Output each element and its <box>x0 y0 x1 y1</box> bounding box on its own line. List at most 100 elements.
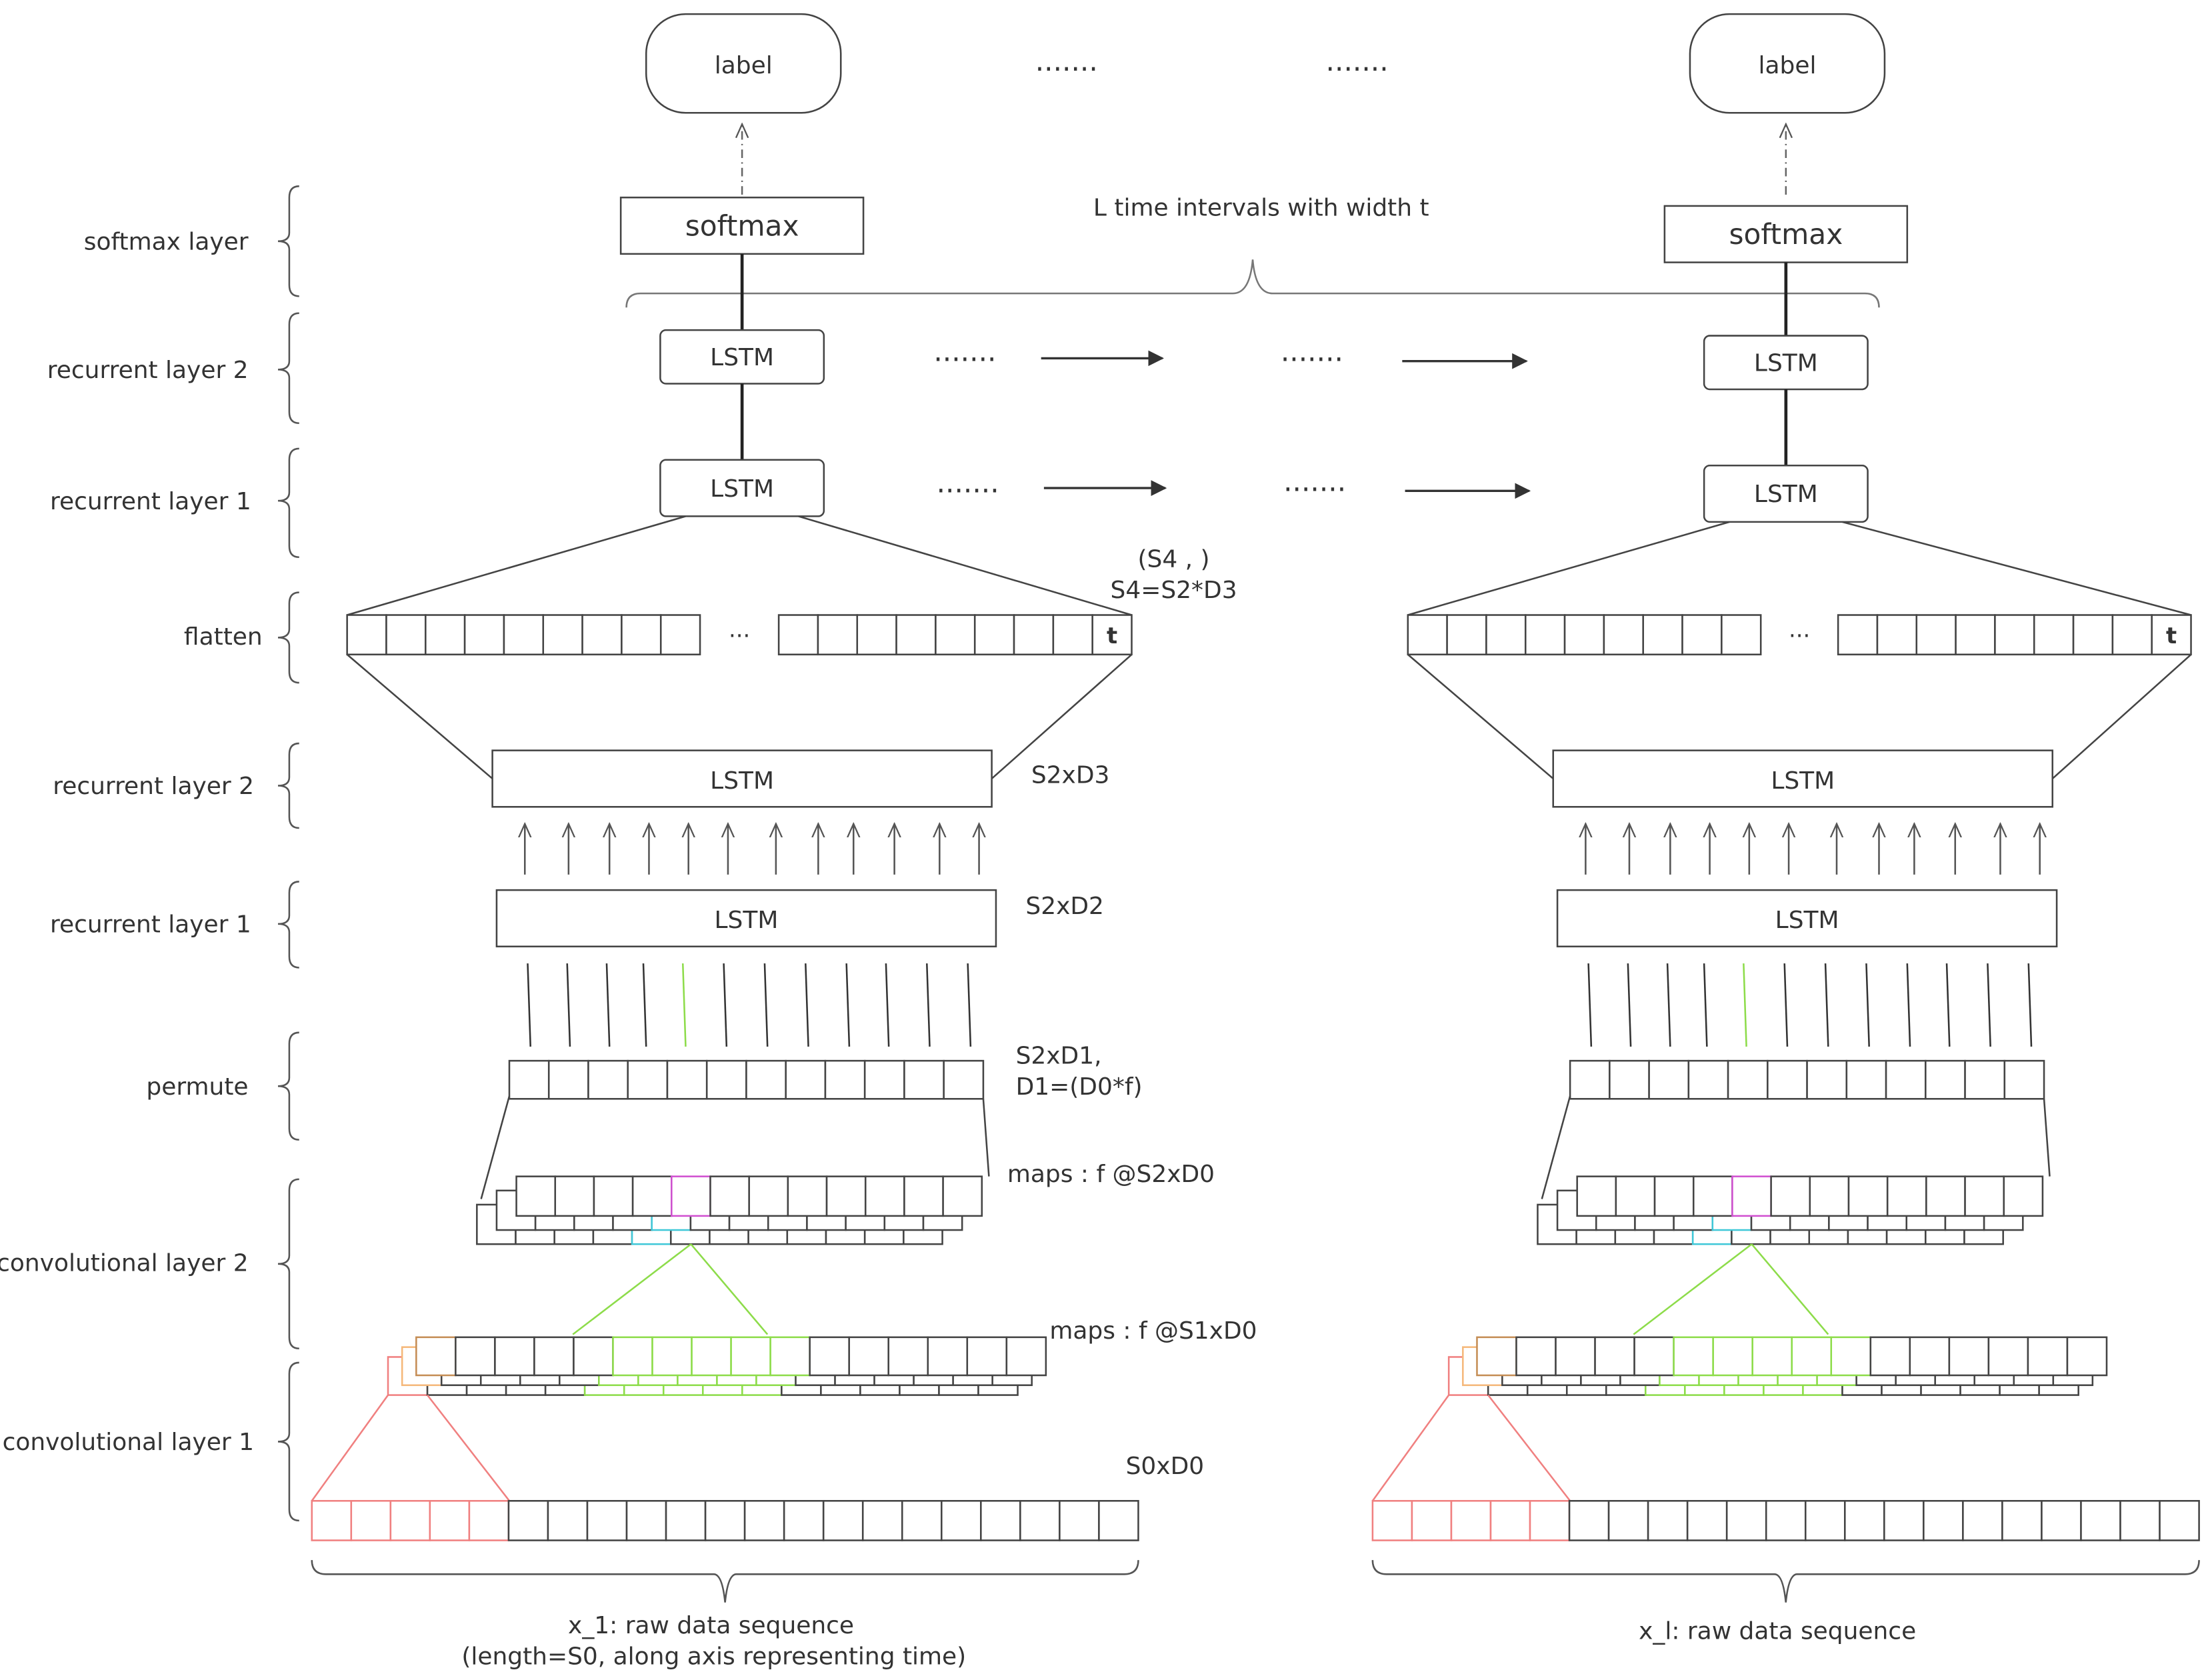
layer-label-inner-recurrent-1: recurrent layer 1 <box>50 911 251 939</box>
permute-shape-label: S2xD1, <box>1016 1042 1102 1069</box>
permute-cell <box>863 1059 905 1100</box>
permute-link-line <box>527 963 531 1047</box>
conv2-cell <box>1847 1175 1889 1217</box>
input-cell <box>822 1500 864 1541</box>
label-box-text: label <box>1758 52 1816 79</box>
input-cell <box>429 1500 471 1541</box>
permute-cell <box>666 1059 708 1100</box>
flatten-cell <box>463 614 505 656</box>
permute-cell <box>1609 1059 1650 1100</box>
top-lstm-2-text: LSTM <box>1754 349 1818 377</box>
conv1-cell <box>2066 1336 2108 1377</box>
input-cell <box>665 1500 707 1541</box>
inner-lstm-1-text: LSTM <box>715 907 779 934</box>
layer-brace <box>277 1031 299 1141</box>
conv1-cell <box>533 1336 575 1377</box>
lstm2-dots-2: ....... <box>1281 335 1343 368</box>
flatten-formula-label: S4=S2*D3 <box>1111 577 1237 604</box>
input-cell <box>1098 1500 1139 1541</box>
flatten-cell <box>895 614 937 656</box>
input-cell <box>2119 1500 2161 1541</box>
layer-brace <box>277 881 299 969</box>
conv1-cell <box>809 1336 850 1377</box>
layer-label-top-recurrent-2: recurrent layer 2 <box>47 357 249 384</box>
label-box <box>1689 13 1886 114</box>
permute-link-line <box>566 963 571 1047</box>
conv2-cell <box>1692 1175 1733 1217</box>
permute-link-line <box>885 963 890 1047</box>
input-cell <box>1371 1500 1413 1541</box>
permute-link-line <box>681 963 687 1047</box>
flatten-cell <box>856 614 897 656</box>
conv1-cell <box>1791 1336 1833 1377</box>
flatten-ellipsis: ··· <box>1789 623 1810 649</box>
permute-cell <box>1569 1059 1611 1100</box>
input-cell <box>1489 1500 1531 1541</box>
permute-cell <box>785 1059 827 1100</box>
flatten-cell <box>581 614 623 656</box>
input-cell <box>468 1500 510 1541</box>
conv2-cell <box>631 1175 673 1217</box>
conv2-cell <box>2003 1175 2044 1217</box>
flatten-to-lstm-line <box>2051 653 2192 779</box>
conv1-cell <box>1476 1336 1517 1377</box>
permute-link-line <box>1824 963 1829 1047</box>
conv1-cell <box>1987 1336 2029 1377</box>
lstm2-shape-label: S2xD3 <box>1031 761 1110 789</box>
permute-link-line <box>605 963 611 1047</box>
permute-cell <box>1885 1059 1927 1100</box>
lstm1-dots-1: ....... <box>937 466 999 499</box>
flatten-ellipsis: ··· <box>729 623 750 649</box>
top-lstm-1-text: LSTM <box>710 475 774 503</box>
input-cell <box>1607 1500 1649 1541</box>
input-cell <box>2080 1500 2121 1541</box>
top-lstm-2-text: LSTM <box>710 344 774 371</box>
layer-braces <box>277 185 299 1522</box>
conv1-cell <box>966 1336 1008 1377</box>
permute-cell <box>903 1059 945 1100</box>
conv2-cell <box>748 1175 789 1217</box>
conv2-cell <box>787 1175 828 1217</box>
flatten-cell <box>777 614 819 656</box>
permute-cell <box>1845 1059 1887 1100</box>
flatten-to-lstm-line <box>991 653 1133 779</box>
flatten-cell <box>1485 614 1527 656</box>
lstm1-shape-label: S2xD2 <box>1025 893 1104 920</box>
permute-link-line <box>1987 963 1991 1047</box>
conv1-cell <box>2027 1336 2069 1377</box>
flatten-cell <box>1642 614 1683 656</box>
inner-lstm-1-box <box>495 889 997 948</box>
permute-formula-label: D1=(D0*f) <box>1016 1073 1143 1101</box>
flatten-cell <box>385 614 427 656</box>
flatten-cell-t: t <box>2166 623 2177 649</box>
permute-fan-line <box>982 1099 990 1177</box>
input-cell <box>783 1500 825 1541</box>
lstm2-dots-1: ....... <box>933 335 996 368</box>
input-cell <box>1059 1500 1100 1541</box>
flatten-fan-line <box>1842 521 2191 616</box>
softmax-box <box>1663 205 1909 263</box>
flatten-cell <box>1721 614 1762 656</box>
input-cell <box>901 1500 943 1541</box>
softmax-box <box>619 196 865 255</box>
input-cell <box>941 1500 982 1541</box>
conv1-cell <box>730 1336 771 1377</box>
layer-label-softmax: softmax layer <box>84 229 249 256</box>
permute-link-line <box>1865 963 1870 1047</box>
flatten-cell <box>621 614 662 656</box>
layer-labels: softmax layer recurrent layer 2 recurren… <box>0 229 263 1457</box>
conv2-cell <box>1576 1175 1617 1217</box>
input-cell <box>389 1500 431 1541</box>
flatten-cell <box>659 614 701 656</box>
conv1-cell <box>612 1336 653 1377</box>
label-dots-2: ....... <box>1326 45 1389 77</box>
input-brace <box>1371 1560 2200 1603</box>
flatten-cell <box>817 614 859 656</box>
input-cell <box>1686 1500 1728 1541</box>
flatten-fan-line <box>1407 521 1730 616</box>
conv2-cell <box>1925 1175 1966 1217</box>
softmax-box-text: softmax <box>685 209 799 242</box>
conv1-cell <box>769 1336 811 1377</box>
